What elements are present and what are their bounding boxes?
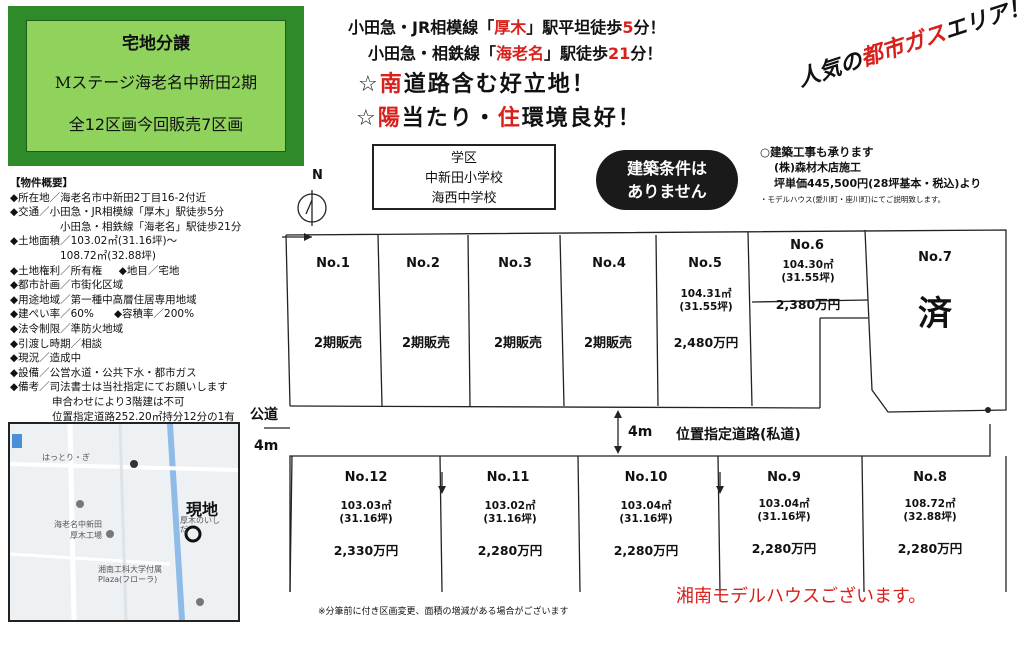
lot-12-price: 2,330万円 xyxy=(333,543,399,558)
map-poi6: Plaza(フローラ) xyxy=(98,575,158,584)
title-line3: 全12区画今回販売7区画 xyxy=(68,115,244,134)
map-poi1: はっとり・ぎ xyxy=(42,453,90,462)
lot-11-tsubo: (31.16坪) xyxy=(483,513,537,525)
overview-zoning: ◆用途地域／第一種中高層住居専用地域 xyxy=(10,293,197,306)
overview-law: ◆法令制限／準防火地域 xyxy=(10,322,124,335)
lot-4-number: No.4 xyxy=(592,256,626,271)
overview-land1: ◆土地面積／103.02㎡(31.16坪)～ xyxy=(10,235,178,248)
no-building-condition-badge: 建築条件は ありません xyxy=(596,150,738,210)
overview-note2: 申合わせにより3階建は不可 xyxy=(52,395,185,408)
model-house-notice: 湘南モデルハウスございます。 xyxy=(676,586,927,607)
overview-transport1: ◆交通／小田急・JR相模線「厚木」駅徒歩5分 xyxy=(10,206,225,219)
overview-rights: ◆土地権利／所有権 xyxy=(10,264,103,277)
lot-5-number: No.5 xyxy=(688,256,722,271)
construction-line2: (株)森材木店施工 xyxy=(774,161,862,174)
lot-8-price: 2,280万円 xyxy=(897,541,963,556)
lot-6-tsubo: (31.55坪) xyxy=(781,272,835,284)
headline-line1: 小田急・JR相模線「厚木」駅平坦徒歩5分！ xyxy=(348,18,666,37)
overview-planning: ◆都市計画／市街化区域 xyxy=(10,279,124,292)
school-elementary: 中新田小学校 xyxy=(424,171,503,186)
private-road-width: 4m xyxy=(628,424,653,440)
title-line1: 宅地分譲 xyxy=(122,34,190,54)
lot-12-tsubo: (31.16坪) xyxy=(339,513,393,525)
construction-info: ○建築工事も承ります (株)森材木店施工 坪単価445,500円(28坪基本・税… xyxy=(760,144,1010,208)
lot-7-sold-mark: 済 xyxy=(918,294,952,334)
lot-9-area: 103.04㎡ xyxy=(758,498,810,510)
lot-7-number: No.7 xyxy=(918,250,952,265)
private-road-label: 位置指定道路(私道) xyxy=(676,427,801,443)
footnote: ※分筆前に付き区画変更、面積の増減がある場合がございます xyxy=(318,607,569,617)
lot-1-status: 2期販売 xyxy=(313,336,363,351)
condition-line2: ありません xyxy=(627,182,707,201)
lot-12-area: 103.03㎡ xyxy=(340,500,392,512)
lot-3-number: No.3 xyxy=(498,256,532,271)
lot-11-area: 103.02㎡ xyxy=(484,500,536,512)
overview-location: ◆所在地／海老名市中新田2丁目16-2付近 xyxy=(10,191,207,204)
overview-status: ◆現況／造成中 xyxy=(10,352,82,365)
lot-11-number: No.11 xyxy=(486,470,530,485)
school-district-box: 学区 中新田小学校 海西中学校 xyxy=(372,144,556,210)
lot-10-price: 2,280万円 xyxy=(613,543,679,558)
lot-1-number: No.1 xyxy=(316,256,350,271)
lot-5-area: 104.31㎡ xyxy=(680,288,732,300)
lot-5-tsubo: (31.55坪) xyxy=(679,301,733,313)
overview-note3: 位置指定道路252.20㎡持分12分の1有 xyxy=(52,410,235,423)
lot-9-tsubo: (31.16坪) xyxy=(757,511,811,523)
map-poi4: 厚木のいしだ xyxy=(180,516,220,534)
lot-10-tsubo: (31.16坪) xyxy=(619,513,673,525)
overview-transport2: 小田急・相鉄線「海老名」駅徒歩21分 xyxy=(60,220,242,233)
overview-note1: ◆備考／司法書士は当社指定にてお願いします xyxy=(10,381,228,394)
construction-line1: ○建築工事も承ります xyxy=(760,145,874,159)
map-poi3: 厚木工場 xyxy=(70,531,102,540)
lot-5-price: 2,480万円 xyxy=(673,335,739,350)
lot-9-number: No.9 xyxy=(767,470,801,485)
map-poi2: 海老名中新田 xyxy=(54,520,102,529)
overview-bcr: ◆建ぺい率／60% xyxy=(10,308,94,321)
map-poi5: 湘南工科大学付属 xyxy=(98,565,162,574)
lot-11-price: 2,280万円 xyxy=(477,543,543,558)
lot-10-area: 103.04㎡ xyxy=(620,500,672,512)
headline-line4: ☆陽当たり・住環境良好！ xyxy=(356,106,642,131)
property-overview: 【物件概要】 ◆所在地／海老名市中新田2丁目16-2付近 ◆交通／小田急・JR相… xyxy=(10,176,292,424)
title-panel: 宅地分譲 Mステージ海老名中新田2期 全12区画今回販売7区画 xyxy=(26,20,286,152)
school-label: 学区 xyxy=(450,151,477,166)
lot-6-number: No.6 xyxy=(790,238,824,253)
north-label: N xyxy=(312,168,323,183)
lot-9-price: 2,280万円 xyxy=(751,541,817,556)
title-line2: Mステージ海老名中新田2期 xyxy=(54,73,258,92)
map-site-label: 現地 xyxy=(186,500,219,519)
overview-far: ◆容積率／200% xyxy=(113,308,195,321)
map-graphic xyxy=(10,424,238,620)
lot-2-status: 2期販売 xyxy=(401,336,451,351)
title-frame: 宅地分譲 Mステージ海老名中新田2期 全12区画今回販売7区画 xyxy=(8,6,304,166)
condition-line1: 建築条件は xyxy=(626,159,707,178)
public-road-width: 4m xyxy=(254,438,279,454)
lot-2-number: No.2 xyxy=(406,256,440,271)
lot-4-status: 2期販売 xyxy=(583,336,633,351)
overview-chimoku: ◆地目／宅地 xyxy=(118,264,180,277)
lot-10-number: No.10 xyxy=(624,470,668,485)
lot-8-tsubo: (32.88坪) xyxy=(903,511,957,523)
construction-line4: ・モデルハウス(愛川町・座川町)にてご説明致します。 xyxy=(760,195,946,204)
public-road-label: 公道 xyxy=(250,407,278,423)
lot-8-number: No.8 xyxy=(913,470,947,485)
lot-6-price: 2,380万円 xyxy=(775,297,841,312)
headline-line2: 小田急・相鉄線「海老名」駅徒歩21分！ xyxy=(368,44,663,63)
school-junior: 海西中学校 xyxy=(431,191,497,206)
overview-utilities: ◆設備／公営水道・公共下水・都市ガス xyxy=(10,366,197,379)
lot-12-number: No.12 xyxy=(344,470,388,485)
overview-delivery: ◆引渡し時期／相談 xyxy=(10,337,103,350)
location-map: はっとり・ぎ 海老名中新田 厚木工場 厚木のいしだ 湘南工科大学付属 Plaza… xyxy=(8,422,240,622)
overview-heading: 【物件概要】 xyxy=(10,177,73,189)
lot-3-status: 2期販売 xyxy=(493,336,543,351)
construction-line3: 坪単価445,500円(28坪基本・税込)より xyxy=(774,177,982,190)
headline-line3: ☆南道路含む好立地！ xyxy=(358,72,596,97)
lot-6-area: 104.30㎡ xyxy=(782,259,834,271)
overview-land2: 108.72㎡(32.88坪) xyxy=(60,249,156,262)
lot-8-area: 108.72㎡ xyxy=(904,498,956,510)
